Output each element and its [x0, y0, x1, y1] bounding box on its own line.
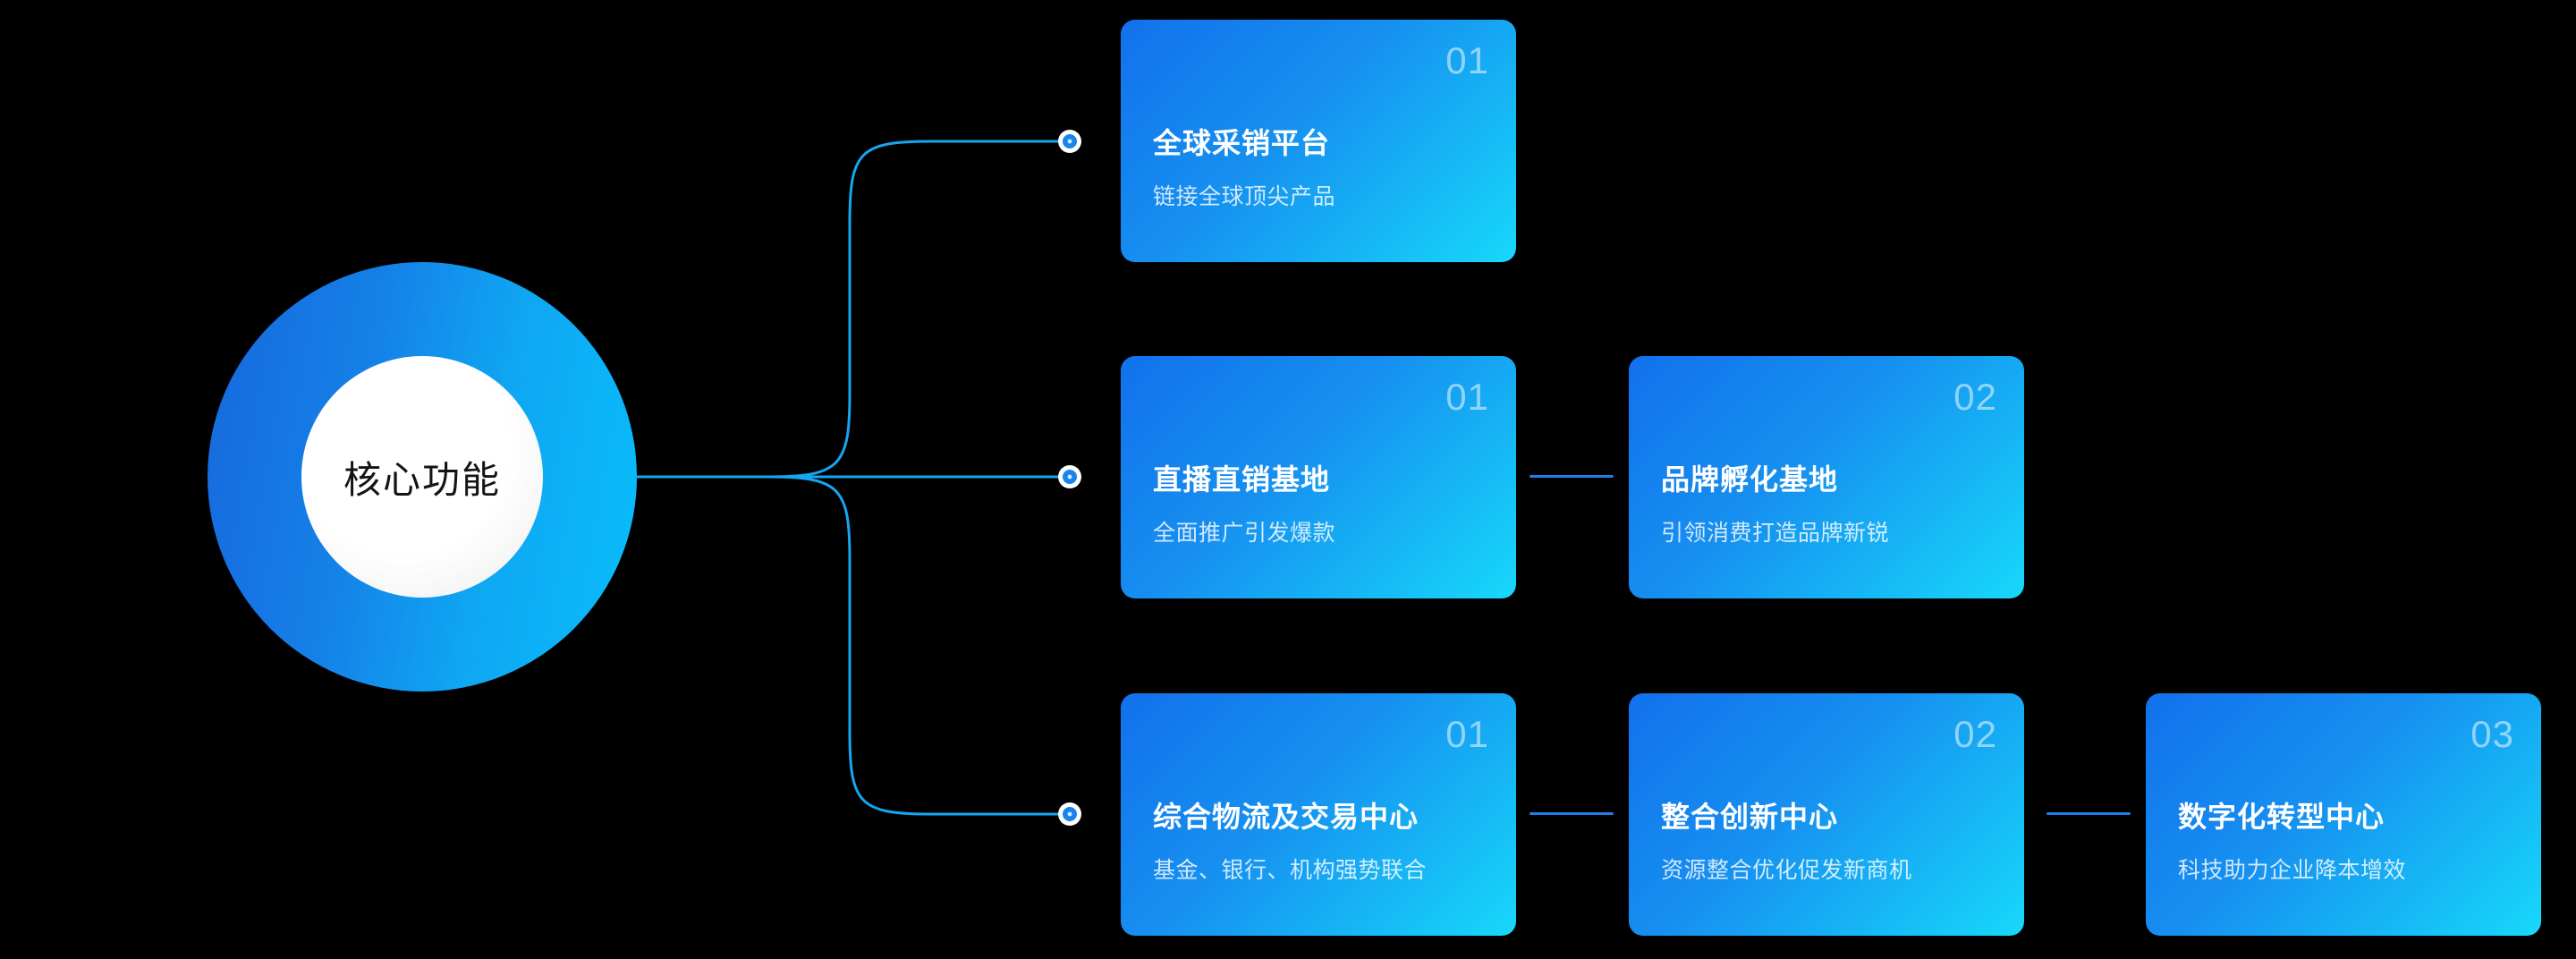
link-row2-col1-to-col2	[1530, 475, 1614, 478]
card-subtitle: 全面推广引发爆款	[1153, 521, 1336, 546]
node-row1-ring	[1058, 130, 1081, 153]
card-number: 03	[2470, 713, 2514, 755]
node-row1-dot	[1063, 134, 1077, 149]
card-subtitle: 链接全球顶尖产品	[1153, 184, 1336, 209]
node-row1-center	[1067, 139, 1072, 144]
card-number: 02	[1953, 713, 1997, 755]
card-number: 01	[1445, 376, 1489, 418]
node-row2-center	[1067, 474, 1072, 480]
node-row2-dot	[1063, 470, 1077, 484]
card-row3-col2[interactable]: 02 整合创新中心 资源整合优化促发新商机	[1629, 693, 2024, 936]
hub-inner-disc: 核心功能	[301, 356, 543, 598]
card-row2-col1[interactable]: 01 直播直销基地 全面推广引发爆款	[1121, 356, 1516, 598]
node-row3-ring	[1058, 802, 1081, 826]
card-subtitle: 资源整合优化促发新商机	[1661, 858, 1912, 883]
wire-branch-row3	[768, 475, 1070, 816]
card-subtitle: 基金、银行、机构强势联合	[1153, 858, 1428, 883]
node-row3-center	[1067, 811, 1072, 817]
card-number: 01	[1445, 39, 1489, 81]
card-subtitle: 科技助力企业降本增效	[2178, 858, 2407, 883]
card-number: 01	[1445, 713, 1489, 755]
card-subtitle: 引领消费打造品牌新锐	[1661, 521, 1890, 546]
wire-branch-row1	[768, 140, 1070, 479]
link-row3-col2-to-col3	[2046, 812, 2131, 815]
card-title: 数字化转型中心	[2178, 801, 2385, 833]
card-title: 全球采销平台	[1153, 127, 1331, 159]
card-row3-col3[interactable]: 03 数字化转型中心 科技助力企业降本增效	[2146, 693, 2541, 936]
card-row3-col1[interactable]: 01 综合物流及交易中心 基金、银行、机构强势联合	[1121, 693, 1516, 936]
hub-label: 核心功能	[343, 458, 501, 501]
card-title: 综合物流及交易中心	[1153, 801, 1419, 833]
card-row1-col1[interactable]: 01 全球采销平台 链接全球顶尖产品	[1121, 20, 1516, 262]
node-row2-ring	[1058, 465, 1081, 488]
node-row3-dot	[1063, 807, 1077, 821]
card-number: 02	[1953, 376, 1997, 418]
card-row2-col2[interactable]: 02 品牌孵化基地 引领消费打造品牌新锐	[1629, 356, 2024, 598]
card-title: 品牌孵化基地	[1661, 463, 1839, 496]
core-hub[interactable]: 核心功能	[208, 262, 637, 692]
card-title: 直播直销基地	[1153, 463, 1331, 496]
link-row3-col1-to-col2	[1530, 812, 1614, 815]
card-title: 整合创新中心	[1661, 801, 1839, 833]
